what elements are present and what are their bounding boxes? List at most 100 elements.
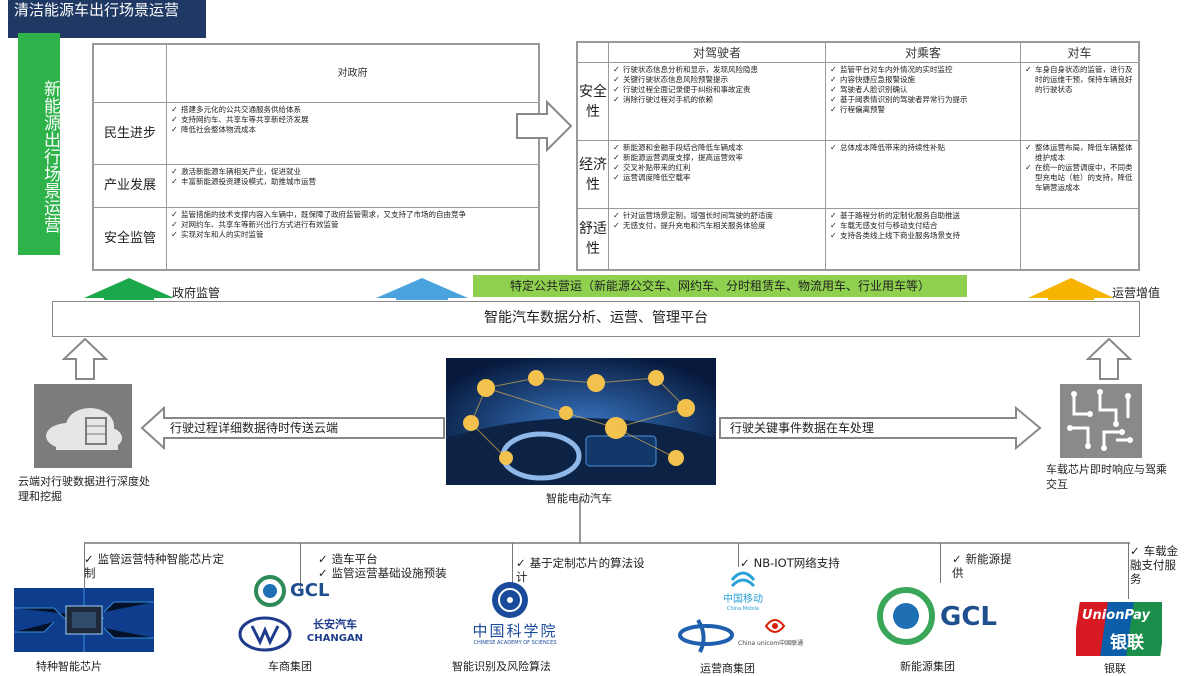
gcl-text: GCL — [290, 580, 330, 601]
check-icon: ✓ — [1130, 544, 1140, 558]
changan-logo: 长安汽车 CHANGAN — [300, 618, 370, 646]
bottom-caption: 车商集团 — [268, 660, 312, 673]
gov-row-label: 产业发展 — [93, 163, 167, 209]
chip-caption: 车载芯片即时响应与驾乘交互 — [1046, 463, 1167, 491]
list-item: 驾驶者人脸识别确认 — [830, 85, 1016, 95]
gov-header: 对政府 — [166, 44, 539, 103]
cas-emblem-icon — [492, 582, 528, 618]
bracket-line — [940, 543, 941, 583]
unicom-text: China unicom中国联通 — [738, 640, 804, 647]
list-item: 行程偏离预警 — [830, 105, 1016, 115]
header-passenger: 对乘客 — [825, 42, 1021, 63]
gov-row-items: 搭建多元化的公共交通服务供给体系 支持网约车、共享车等共享新经济发展 降低社会整… — [166, 102, 539, 165]
china-telecom-icon — [678, 618, 734, 653]
ops-arrow-label: 运营增值 — [1112, 286, 1161, 300]
unionpay-cn: 银联 — [1110, 633, 1144, 653]
list-item: 实现对车和人的实时监管 — [171, 230, 534, 240]
china-mobile-icon — [730, 571, 756, 588]
list-item: 激活新能源车辆相关产业，促进就业 — [171, 167, 534, 177]
list-item: 针对运营场景定制，增强长时间驾驶的舒适度 — [613, 211, 821, 221]
list-item: 降低社会整体物流成本 — [171, 125, 534, 135]
bottom-caption: 银联 — [1104, 662, 1126, 675]
unionpay-en: UnionPay — [1082, 608, 1150, 623]
list-item: 新能源运营调度支撑，提高运营效率 — [613, 153, 821, 163]
bottom-caption: 智能识别及风险算法 — [452, 660, 551, 673]
list-item: 无感支付，提升充电和汽车相关服务体验度 — [613, 221, 821, 231]
right-up-hollow-arrow-icon — [1086, 337, 1132, 380]
bracket-line — [738, 543, 739, 567]
bracket-line — [84, 543, 85, 593]
bottom-check-2: ✓造车平台 ✓监管运营基础设施预装 — [318, 552, 447, 580]
gov-row-items: 激活新能源车辆相关产业，促进就业 丰富新能源投资建设模式，助推城市运营 — [166, 163, 539, 209]
bracket-line — [1128, 543, 1129, 599]
list-item: 总体成本降低带来的持续性补贴 — [830, 143, 1016, 153]
header-car: 对车 — [1020, 42, 1139, 63]
right-hollow-arrow-icon — [719, 406, 1042, 450]
up-arrow-yellow-icon — [1028, 278, 1114, 300]
changan-en: CHANGAN — [306, 633, 364, 644]
check-icon: ✓ — [952, 552, 962, 566]
gov-row-label: 安全监管 — [93, 207, 167, 270]
list-item: 运营调度降低空载率 — [613, 173, 821, 183]
unionpay-logo: UnionPay 银联 — [1076, 602, 1162, 656]
up-arrow-blue-icon — [376, 278, 468, 300]
gov-row-label: 民生进步 — [93, 102, 167, 165]
cloud-icon — [34, 384, 132, 468]
list-item: 监管措施的技术支撑内容入车辆中，既保障了政府监管需求，又支持了市场的自由竞争 — [171, 210, 534, 220]
bracket-line — [300, 543, 301, 591]
gcl-logo-large: GCL — [876, 586, 1006, 648]
changan-emblem-icon — [238, 616, 292, 652]
bottom-check-3: ✓基于定制芯片的算法设计 — [516, 556, 645, 584]
list-item: 消除行驶过程对手机的依赖 — [613, 95, 821, 105]
car-caption: 智能电动汽车 — [546, 492, 612, 505]
list-item: 监管平台对车内外情况的实时监控 — [830, 65, 1016, 75]
right-arrow-label: 行驶关键事件数据在车处理 — [730, 421, 875, 435]
header-driver: 对驾驶者 — [608, 42, 826, 63]
row-label: 安全性 — [577, 62, 609, 141]
check-icon: ✓ — [740, 556, 750, 570]
chip-board-image — [14, 588, 154, 652]
check-icon: ✓ — [516, 556, 526, 570]
list-item: 在统一的运营调度中，不同类型充电站（桩）的支持，降低车辆营运成本 — [1025, 163, 1134, 193]
bottom-caption: 特种智能芯片 — [36, 660, 102, 673]
bottom-caption: 新能源集团 — [900, 660, 955, 673]
check-icon: ✓ — [84, 552, 94, 566]
cas-logo: 中国科学院 CHINESE ACADEMY OF SCIENCES — [460, 622, 570, 647]
left-hollow-arrow-icon — [140, 406, 445, 450]
cloud-caption: 云端对行驶数据进行深度处理和挖掘 — [18, 475, 150, 503]
gcl-text: GCL — [940, 602, 997, 632]
empty-cell — [1020, 208, 1139, 270]
check-icon: ✓ — [318, 552, 328, 566]
gov-row-items: 监管措施的技术支撑内容入车辆中，既保障了政府监管需求，又支持了市场的自由竞争 对… — [166, 207, 539, 270]
list-item: 搭建多元化的公共交通服务供给体系 — [171, 105, 534, 115]
left-arrow-label: 行驶过程详细数据待时传送云端 — [170, 421, 339, 435]
chip-icon — [1060, 384, 1142, 458]
list-item: 基于阈表情识别的驾驶者异常行为提示 — [830, 95, 1016, 105]
gov-corner — [93, 44, 167, 103]
list-item: 基于路程分析的定制化服务自助推送 — [830, 211, 1016, 221]
row-label: 舒适性 — [577, 208, 609, 270]
main-corner — [577, 42, 609, 63]
list-item: 支持各类线上线下商业服务场景支持 — [830, 231, 1016, 241]
up-arrow-green-icon — [84, 278, 174, 300]
list-item: 丰富新能源投资建设模式，助推城市运营 — [171, 177, 534, 187]
right-hollow-arrow-icon — [516, 99, 573, 153]
platform-bar: 智能汽车数据分析、运营、管理平台 — [52, 301, 1140, 337]
list-item: 交叉补贴带来的红利 — [613, 163, 821, 173]
cas-en: CHINESE ACADEMY OF SCIENCES — [473, 640, 557, 646]
china-unicom-icon — [764, 619, 786, 633]
check-icon: ✓ — [318, 566, 328, 580]
list-item: 行驶状态信息分析和显示，发现风险隐患 — [613, 65, 821, 75]
changan-cn: 长安汽车 — [313, 618, 357, 631]
bottom-check-6: ✓车载金融支付服务 — [1130, 544, 1179, 586]
page-title: 清洁能源车出行场景运营 — [8, 0, 206, 38]
cmcc-en: China Mobile — [726, 606, 760, 612]
list-item: 车身自身状态的监管，进行及时的运维干预，保持车辆良好的行驶状态 — [1025, 65, 1134, 95]
special-ops-label: 特定公共营运（新能源公交车、网约车、分时租赁车、物流用车、行业用车等） — [473, 275, 967, 297]
main-table: 对驾驶者 对乘客 对车 安全性 行驶状态信息分析和显示，发现风险隐患 关键行驶状… — [576, 41, 1140, 271]
gcl-logo-small: GCL — [254, 574, 350, 608]
list-item: 行驶过程全面记录便于纠纷和事故定责 — [613, 85, 821, 95]
gov-arrow-label: 政府监管 — [172, 286, 221, 300]
bottom-check-1: ✓监管运营特种智能芯片定制 — [84, 552, 225, 580]
list-item: 整体运营布局，降低车辆整体维护成本 — [1025, 143, 1134, 163]
